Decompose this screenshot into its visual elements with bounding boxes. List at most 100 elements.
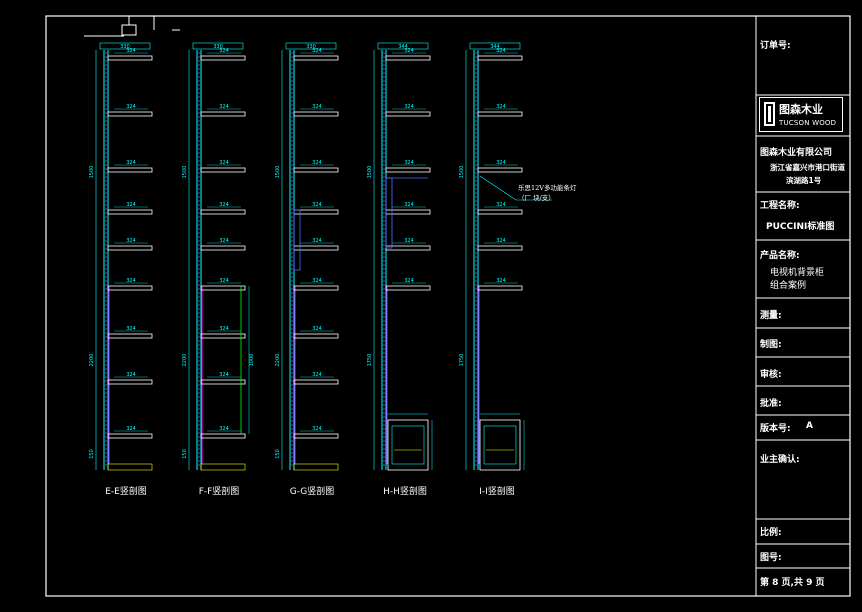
drawer-inner [391,425,425,465]
shelf-width-label: 324 [219,160,229,166]
height-label-base: 150 [89,449,95,459]
cabinet-section-1: 3301500220015032432432432432432432432432… [89,42,153,471]
height-label-upper: 1500 [367,166,373,179]
shelf-width-label: 324 [404,278,414,284]
drawer-inner [483,425,517,465]
title-block-grid [756,94,850,569]
logo-mark-icon [764,102,775,126]
version-label: 版本号: [760,424,791,434]
height-label-upper: 1500 [89,166,95,179]
company-logo: 图森木业 TUCSON WOOD [759,97,843,132]
shelf [293,209,339,215]
shelf [200,433,246,439]
height-label-lower: 2200 [275,354,281,367]
shelf [107,245,153,251]
shelf-width-label: 324 [312,326,322,332]
height-label-upper: 1500 [182,166,188,179]
logo-text-cn: 图森木业 [779,103,823,116]
shelf-width-label: 324 [126,372,136,378]
shelf [107,333,153,339]
approve-label: 批准: [760,399,782,409]
top-width-label: 344 [490,44,500,50]
section-title-e: E-E竖剖图 [105,487,147,497]
shelf-width-label: 324 [404,48,414,54]
shelf [293,285,339,291]
drawing-frame [45,15,851,597]
shelf-width-label: 324 [312,48,322,54]
shelf-width-label: 324 [496,160,506,166]
shelf [293,167,339,173]
shelf [385,55,431,61]
shelf [107,285,153,291]
shelf [477,167,523,173]
shelf-width-label: 324 [496,278,506,284]
shelf-width-label: 324 [126,238,136,244]
shelf-width-label: 324 [219,48,229,54]
top-width-label: 330 [306,44,316,50]
shelf-width-label: 324 [312,104,322,110]
shelf-width-label: 324 [496,48,506,54]
measure-label: 测量: [760,311,782,321]
shelf-width-label: 324 [126,104,136,110]
shelf [107,111,153,117]
shelf-width-label: 324 [312,278,322,284]
shelf [385,285,431,291]
project-value: PUCCINI标准图 [766,222,835,232]
company-name: 图森木业有限公司 [760,148,833,158]
shelf-width-label: 324 [496,104,506,110]
top-dimension-strip [469,42,521,50]
cabinet-section-3: 3301500220015032432432432432432432432432… [275,42,339,471]
cabinet-base [200,463,246,471]
drawer-box [387,419,429,471]
shelf-width-label: 324 [219,278,229,284]
shelf [477,209,523,215]
section-title-g: G-G竖剖图 [289,487,335,497]
height-label-lower: 2200 [182,354,188,367]
shelf-width-label: 324 [126,278,136,284]
shelf [200,379,246,385]
top-dimension-strip [99,42,151,50]
height-label-lower: 1750 [459,354,465,367]
shelf-width-label: 324 [312,238,322,244]
height-label-base: 150 [275,449,281,459]
shelf-width-label: 324 [126,160,136,166]
shelf [107,433,153,439]
shelf-width-label: 324 [496,238,506,244]
side-frame-g [293,209,301,271]
top-dimension-strip [377,42,429,50]
top-width-label: 330 [213,44,223,50]
shelf [200,245,246,251]
product-value-line2: 组合案例 [770,281,807,291]
project-label: 工程名称: [760,201,800,211]
owner-confirm-label: 业主确认: [760,455,800,465]
height-label-upper: 1500 [459,166,465,179]
section-title-h: H-H竖剖图 [383,487,427,497]
shelf-width-label: 324 [404,202,414,208]
section-title-i: I-I竖剖图 [479,487,515,497]
shelf [293,55,339,61]
height-label-lower: 2200 [89,354,95,367]
shelf-width-label: 324 [126,426,136,432]
shelf [107,209,153,215]
shelf [385,209,431,215]
shelf-width-label: 324 [404,160,414,166]
height-label-lower: 1750 [367,354,373,367]
drawer-box [479,419,521,471]
shelf-width-label: 324 [219,202,229,208]
shelf [293,333,339,339]
shelf-width-label: 324 [404,104,414,110]
shelf-width-label: 324 [219,238,229,244]
drawing-no-label: 图号: [760,553,782,563]
shelf [107,167,153,173]
top-width-label: 344 [398,44,408,50]
shelf [293,245,339,251]
shelf [293,433,339,439]
shelf [385,245,431,251]
shelf-width-label: 324 [312,426,322,432]
top-dimension-strip [192,42,244,50]
top-width-label: 330 [120,44,130,50]
product-label: 产品名称: [760,251,800,261]
company-address-line1: 浙江省嘉兴市港口街道 [770,163,845,172]
shelf-width-label: 324 [219,372,229,378]
